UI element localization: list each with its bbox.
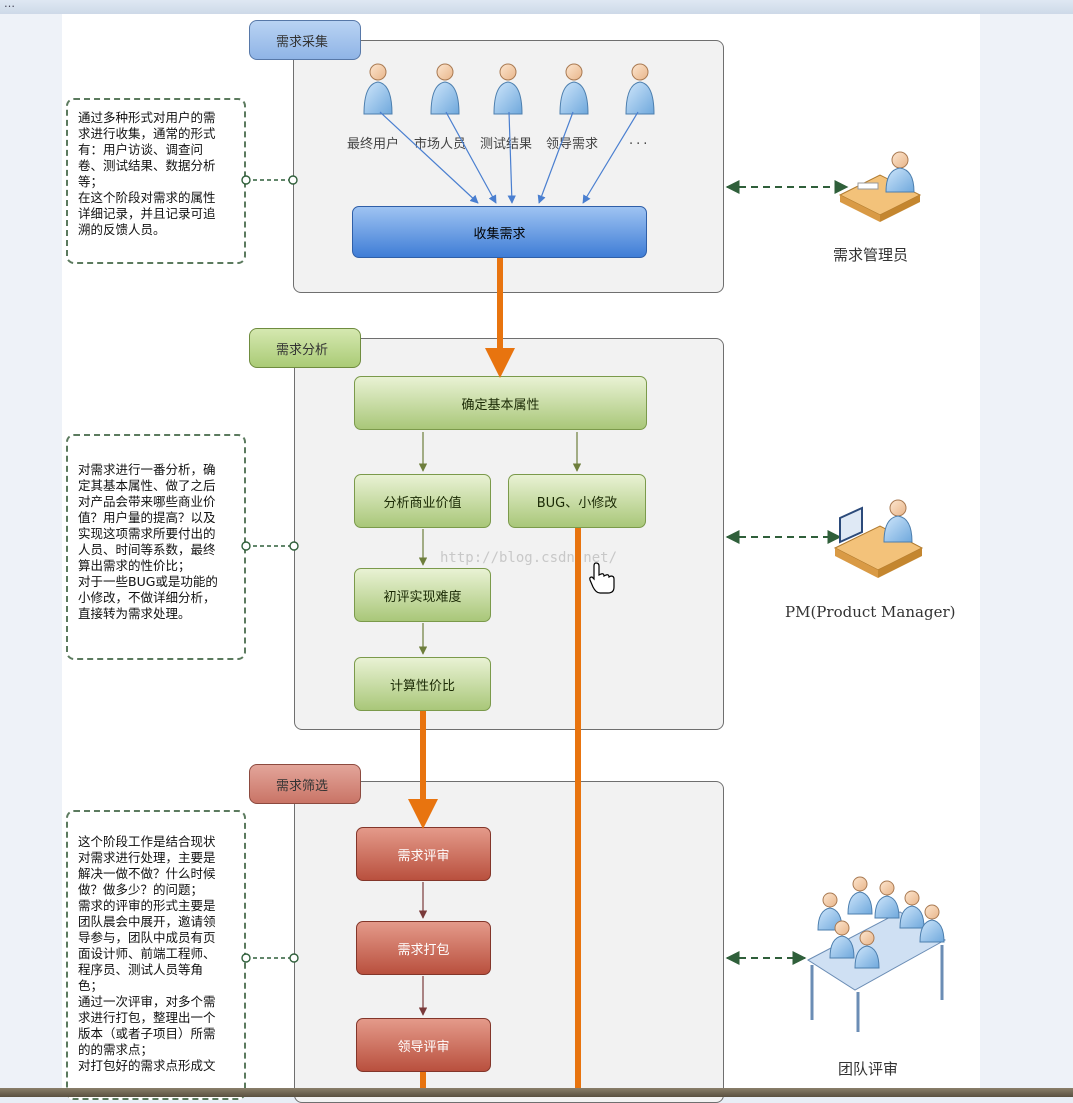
analysis-note: 对需求进行一番分析，确 定其基本属性、做了之后 对产品会带来哪些商业价 值？用户… xyxy=(66,434,246,660)
role-requirement-manager: 需求管理员 xyxy=(833,246,909,264)
bug-minor-change-box: BUG、小修改 xyxy=(508,474,646,528)
window-title-bar: … xyxy=(0,0,1073,15)
window-title: … xyxy=(4,0,15,10)
determine-attributes-box: 确定基本属性 xyxy=(354,376,647,430)
role-product-manager: PM(Product Manager) xyxy=(785,603,956,621)
difficulty-estimate-box: 初评实现难度 xyxy=(354,568,491,622)
left-margin xyxy=(0,14,62,1088)
requirement-review-box: 需求评审 xyxy=(356,827,491,881)
right-margin xyxy=(980,14,1073,1088)
source-label-test: 测试结果 xyxy=(480,137,533,152)
collect-requirements-box: 收集需求 xyxy=(352,206,647,258)
source-label-end-user: 最终用户 xyxy=(347,137,400,152)
taskbar-edge xyxy=(0,1088,1073,1097)
role-team-review: 团队评审 xyxy=(838,1060,899,1078)
cost-benefit-box: 计算性价比 xyxy=(354,657,491,711)
source-label-more: ... xyxy=(629,133,651,148)
stage-screening-tab: 需求筛选 xyxy=(249,764,361,804)
collection-note: 通过多种形式对用户的需 求进行收集，通常的形式 有：用户访谈、调查问 卷、测试结… xyxy=(66,98,246,264)
stage-analysis-tab: 需求分析 xyxy=(249,328,361,368)
business-value-box: 分析商业价值 xyxy=(354,474,491,528)
source-label-market: 市场人员 xyxy=(414,137,467,152)
watermark-text: http://blog.csdn.net/ xyxy=(440,550,618,566)
requirement-package-box: 需求打包 xyxy=(356,921,491,975)
screening-note: 这个阶段工作是结合现状 对需求进行处理，主要是 解决一做不做？什么时候 做？做多… xyxy=(66,810,246,1100)
leader-review-box: 领导评审 xyxy=(356,1018,491,1072)
stage-collection-tab: 需求采集 xyxy=(249,20,361,60)
source-label-leader: 领导需求 xyxy=(546,137,599,152)
